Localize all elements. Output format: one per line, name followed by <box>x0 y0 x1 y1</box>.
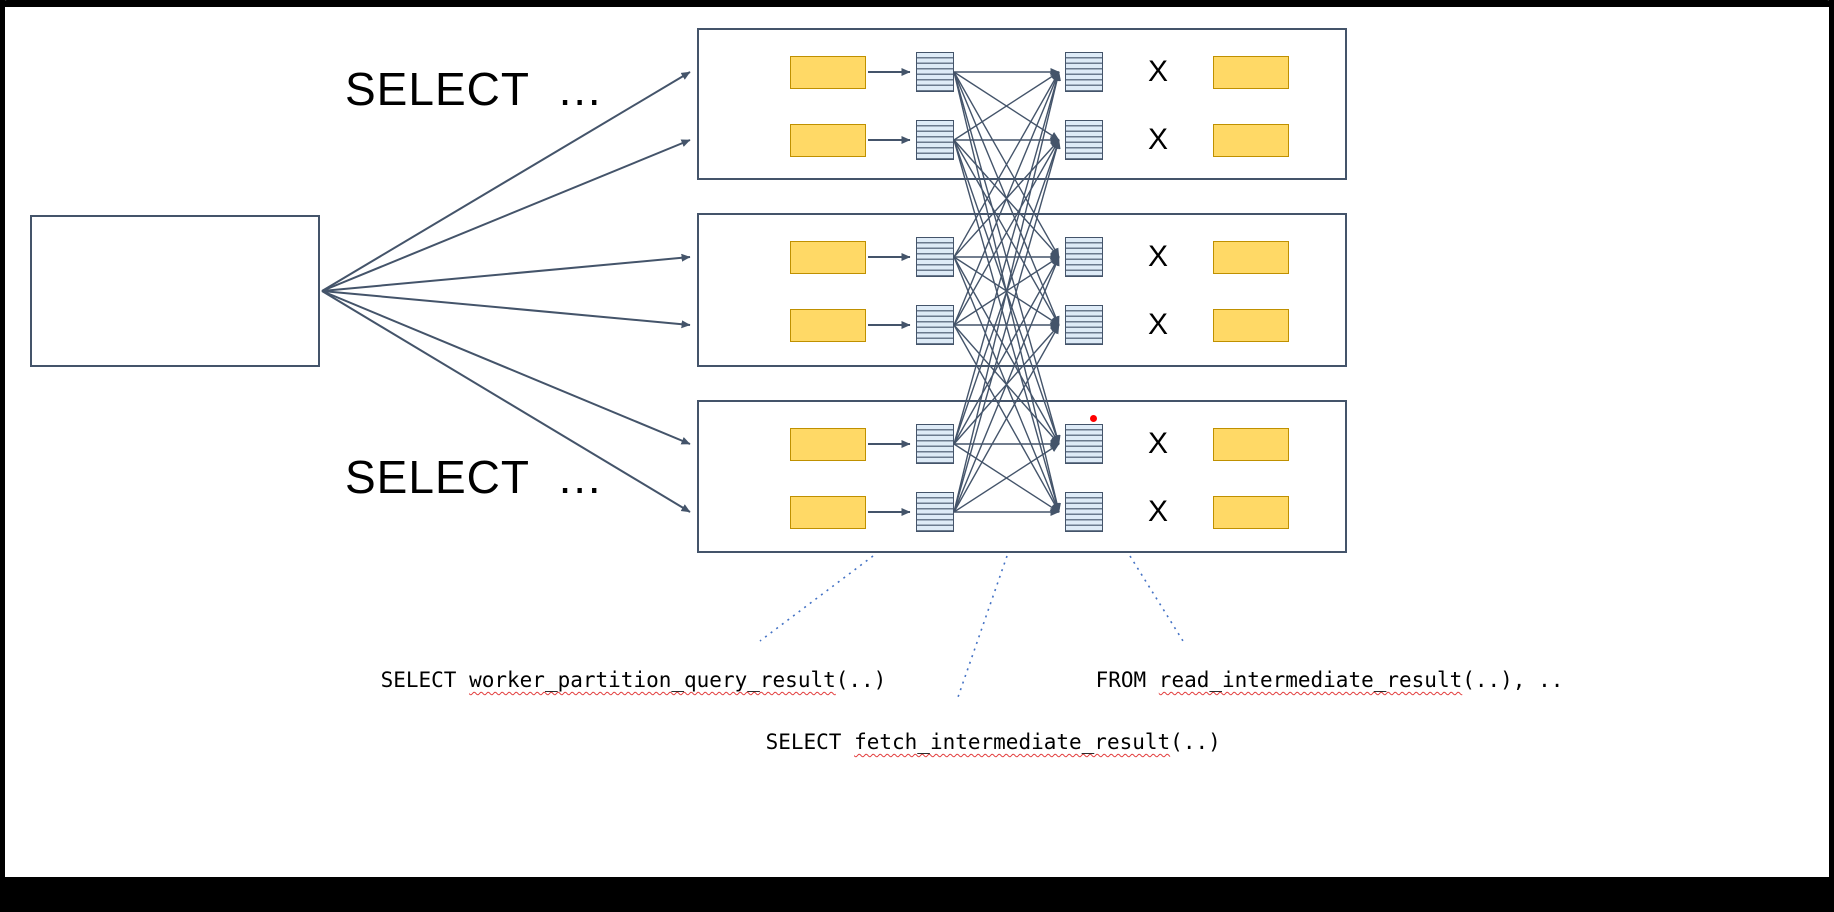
join-x-label-w1-r2: X <box>1147 123 1168 156</box>
shard-rect-w1-r2 <box>790 124 866 157</box>
partitioned-result-file-w3-r2 <box>916 492 954 532</box>
select-query-label-bottom: SELECT … <box>345 451 604 503</box>
join-x-label-w2-r2: X <box>1147 308 1168 341</box>
fetched-result-file-w1-r1 <box>1065 52 1103 92</box>
partitioned-result-file-w1-r1 <box>916 52 954 92</box>
annotation-function-name: fetch_intermediate_result <box>854 730 1171 754</box>
annotation-prefix: SELECT <box>380 668 470 692</box>
annotation-read-intermediate-result: FROM read_intermediate_result(..), .. <box>1045 644 1564 716</box>
target-shard-rect-w2-r1 <box>1213 241 1289 274</box>
select-query-label-top: SELECT … <box>345 63 604 115</box>
shard-rect-w2-r2 <box>790 309 866 342</box>
fetched-result-file-w2-r2 <box>1065 305 1103 345</box>
join-x-label-w2-r1: X <box>1147 240 1168 273</box>
join-x-label-w1-r1: X <box>1147 55 1168 88</box>
shard-rect-w3-r2 <box>790 496 866 529</box>
annotation-prefix: FROM <box>1095 668 1159 692</box>
frame-bottom <box>0 877 1834 912</box>
frame-right <box>1829 0 1834 912</box>
target-shard-rect-w1-r1 <box>1213 56 1289 89</box>
target-shard-rect-w1-r2 <box>1213 124 1289 157</box>
annotation-suffix: (..), .. <box>1462 668 1564 692</box>
join-x-label-w3-r2: X <box>1147 495 1168 528</box>
worker-box-2 <box>697 213 1347 367</box>
annotation-function-name: read_intermediate_result <box>1158 668 1463 692</box>
fetched-result-file-w2-r1 <box>1065 237 1103 277</box>
worker-box-3 <box>697 400 1347 553</box>
annotation-worker-partition-query: SELECT worker_partition_query_result(..) <box>330 644 887 716</box>
fetched-result-file-w1-r2 <box>1065 120 1103 160</box>
shard-rect-w1-r1 <box>790 56 866 89</box>
coordinator-box <box>30 215 320 367</box>
annotation-fetch-intermediate-result: SELECT fetch_intermediate_result(..) <box>715 706 1221 778</box>
partitioned-result-file-w1-r2 <box>916 120 954 160</box>
join-x-label-w3-r1: X <box>1147 427 1168 460</box>
shard-rect-w3-r1 <box>790 428 866 461</box>
target-shard-rect-w2-r2 <box>1213 309 1289 342</box>
partitioned-result-file-w2-r1 <box>916 237 954 277</box>
partitioned-result-file-w3-r1 <box>916 424 954 464</box>
frame-top <box>0 0 1834 7</box>
partitioned-result-file-w2-r2 <box>916 305 954 345</box>
annotation-function-name: worker_partition_query_result <box>469 668 836 692</box>
target-shard-rect-w3-r1 <box>1213 428 1289 461</box>
annotation-suffix: (..) <box>1170 730 1221 754</box>
fetched-result-file-w3-r1 <box>1065 424 1103 464</box>
annotation-suffix: (..) <box>835 668 887 692</box>
red-dot-marker <box>1090 415 1097 422</box>
worker-box-1 <box>697 28 1347 180</box>
frame-left <box>0 0 5 912</box>
annotation-prefix: SELECT <box>765 730 855 754</box>
shard-rect-w2-r1 <box>790 241 866 274</box>
target-shard-rect-w3-r2 <box>1213 496 1289 529</box>
fetched-result-file-w3-r2 <box>1065 492 1103 532</box>
